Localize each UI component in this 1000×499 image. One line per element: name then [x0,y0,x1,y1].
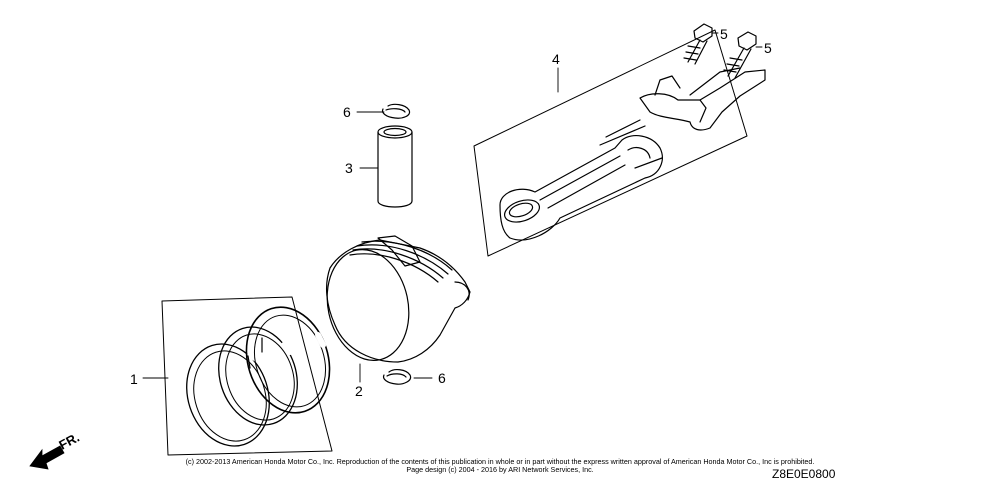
piston-ring-1 [186,343,270,447]
callout-5b: 5 [764,40,772,56]
copyright-line-1: (c) 2002-2013 American Honda Motor Co., … [186,457,815,466]
leader-lines [142,32,763,383]
piston-ring-2 [218,326,298,426]
ring-set-frame [161,296,333,456]
rod-bolt-b[interactable] [723,31,757,79]
piston-crown [326,248,410,362]
piston-ring-oil [245,306,331,414]
callout-3: 3 [345,160,353,176]
ring-set-group[interactable] [161,296,343,457]
piston-pin[interactable] [377,125,413,208]
callout-6-top: 6 [343,104,351,120]
callout-2: 2 [355,383,363,399]
callout-6-bottom: 6 [438,370,446,386]
piston-pin-clip-top[interactable] [381,103,411,119]
connecting-rod-cap [639,67,766,131]
piston[interactable] [317,235,471,368]
front-direction-indicator: FR. [29,430,82,470]
rod-bolt-a[interactable] [683,23,713,65]
front-arrow-icon [29,445,65,470]
callout-5a: 5 [720,26,728,42]
connecting-rod-frame [473,29,748,257]
connecting-rod [499,119,663,241]
piston-pin-boss [377,235,421,267]
callout-4: 4 [552,51,560,67]
piston-pin-clip-bottom[interactable] [382,369,412,385]
callout-1: 1 [130,371,138,387]
copyright-line-2: Page design (c) 2004 - 2016 by ARI Netwo… [406,465,593,474]
connecting-rod-group[interactable] [473,29,766,257]
diagram-code: Z8E0E0800 [772,467,836,481]
piston-skirt [325,239,471,363]
